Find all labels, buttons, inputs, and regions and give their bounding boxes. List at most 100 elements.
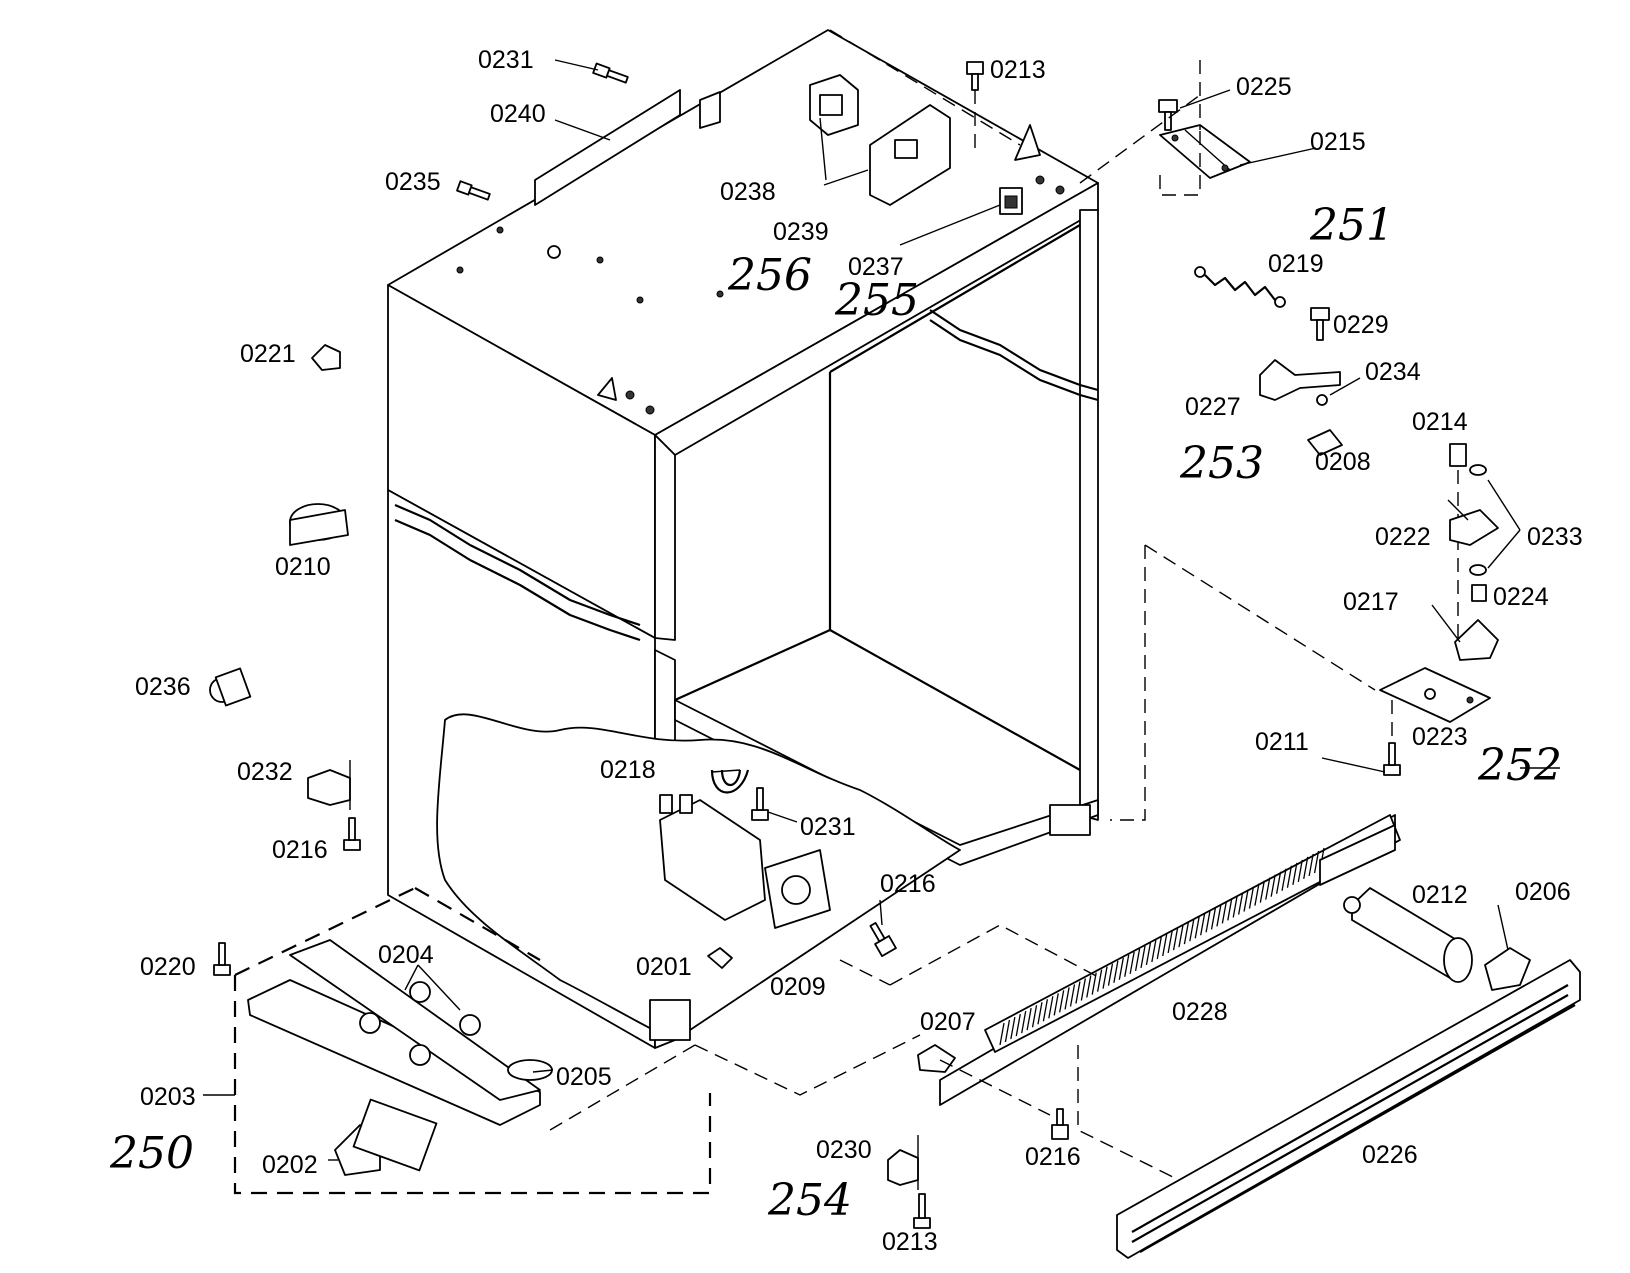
label-0231-mid: 0231: [800, 813, 856, 841]
plug-0236: [209, 667, 252, 707]
label-0211: 0211: [1255, 728, 1309, 756]
label-0221: 0221: [240, 340, 296, 368]
label-0227: 0227: [1185, 393, 1241, 421]
label-0216-mid: 0216: [880, 870, 936, 898]
grille-slot: [1172, 927, 1179, 951]
grille-slot: [1270, 874, 1276, 897]
label-0230: 0230: [816, 1136, 872, 1164]
grille-slot: [1069, 984, 1076, 1007]
grille-slot: [1303, 856, 1309, 880]
label-0235: 0235: [385, 168, 441, 196]
bracket-0227: [1259, 359, 1343, 456]
label-0215: 0215: [1310, 128, 1366, 156]
label-0224: 0224: [1493, 583, 1549, 611]
knob-0206: [1484, 947, 1531, 991]
label-0214: 0214: [1412, 408, 1468, 436]
grille-slot: [1086, 975, 1092, 998]
label-0213-bottom: 0213: [882, 1228, 938, 1256]
label-0234: 0234: [1365, 358, 1421, 386]
grille-slot: [1129, 951, 1135, 974]
grille-slot: [1275, 871, 1282, 894]
grille-slot: [1292, 862, 1298, 885]
label-0204: 0204: [378, 941, 434, 969]
grille-slot: [1134, 948, 1141, 971]
group-number-256: 256: [727, 250, 812, 301]
dashed-leader-lines: [549, 29, 1376, 1179]
label-0216-bottom: 0216: [1025, 1143, 1081, 1171]
bracket-0232: [307, 760, 351, 810]
label-0216-left: 0216: [272, 836, 328, 864]
grille-slot: [1189, 919, 1195, 942]
label-0231-top: 0231: [478, 46, 534, 74]
label-0226: 0226: [1362, 1141, 1418, 1169]
label-0217: 0217: [1343, 588, 1399, 616]
group-number-254: 254: [767, 1175, 852, 1226]
kickplate-0226: [1116, 959, 1581, 1259]
label-0207: 0207: [920, 1008, 976, 1036]
grille-slot: [1205, 910, 1211, 933]
label-0239: 0239: [773, 218, 829, 246]
grille-slot: [1259, 880, 1265, 903]
label-0225: 0225: [1236, 73, 1292, 101]
grille-slot: [1265, 877, 1271, 900]
grille-slot: [1064, 987, 1070, 1010]
grille-slot: [1281, 868, 1287, 891]
grille-slot: [1102, 966, 1108, 989]
group-number-255: 255: [834, 275, 919, 326]
grille-slot: [1053, 993, 1059, 1016]
group-numbers: 250 251 252 253 254 255 256: [109, 200, 1562, 1226]
label-0238: 0238: [720, 178, 776, 206]
bracket-0239: [869, 104, 951, 206]
label-0205: 0205: [556, 1063, 612, 1091]
grille-slot: [1010, 1016, 1016, 1040]
grille-slot: [1021, 1011, 1027, 1034]
grille-slot: [1107, 963, 1114, 986]
tube-0218: [710, 769, 750, 794]
grille-slot: [1308, 853, 1314, 877]
connector-0238: [809, 74, 859, 136]
label-0229: 0229: [1333, 311, 1389, 339]
grille-slot: [999, 1022, 1005, 1046]
grille-slot: [1037, 1002, 1043, 1025]
switch-0237: [999, 187, 1023, 215]
label-0206: 0206: [1515, 878, 1571, 906]
grille-slot: [1004, 1019, 1011, 1043]
capacitor-0212: [1343, 887, 1473, 983]
clip-0221: [311, 344, 341, 371]
grille-slot: [1075, 981, 1081, 1004]
hinge-assembly: [1379, 464, 1499, 723]
back-panel-0240: [534, 89, 721, 206]
label-0219: 0219: [1268, 250, 1324, 278]
grille-slot: [1167, 930, 1173, 954]
grille-slot: [1248, 886, 1255, 909]
grille-slot: [1313, 850, 1320, 874]
leader-lines: [203, 59, 1560, 1161]
grille-slot: [1216, 904, 1222, 927]
group-number-250: 250: [109, 1128, 194, 1179]
label-0232: 0232: [237, 758, 293, 786]
grille-slot: [1243, 889, 1249, 912]
grille-slot: [1140, 945, 1146, 968]
grille-slot: [1026, 1008, 1032, 1031]
grille-slot: [1254, 883, 1260, 906]
grille-slot: [1221, 901, 1228, 924]
cap-0201: [707, 947, 733, 969]
base-0203: [247, 939, 553, 1176]
label-0212: 0212: [1412, 881, 1468, 909]
label-0218: 0218: [600, 756, 656, 784]
grille-slot: [1151, 939, 1157, 963]
grille-slot: [1183, 922, 1190, 945]
bracket-0230: [887, 1135, 919, 1190]
grille-slot: [1200, 913, 1206, 936]
grille-slot: [1156, 936, 1162, 960]
group-number-253: 253: [1179, 438, 1264, 489]
grille-slot: [1162, 933, 1168, 957]
grille-slot: [1297, 859, 1303, 882]
grille-slot: [1113, 960, 1119, 983]
group-number-252: 252: [1477, 740, 1562, 791]
grille-slot: [1286, 865, 1293, 888]
grille-slot: [1096, 969, 1103, 992]
label-0240: 0240: [490, 100, 546, 128]
label-0202: 0202: [262, 1151, 318, 1179]
grille-slot: [1145, 942, 1152, 966]
